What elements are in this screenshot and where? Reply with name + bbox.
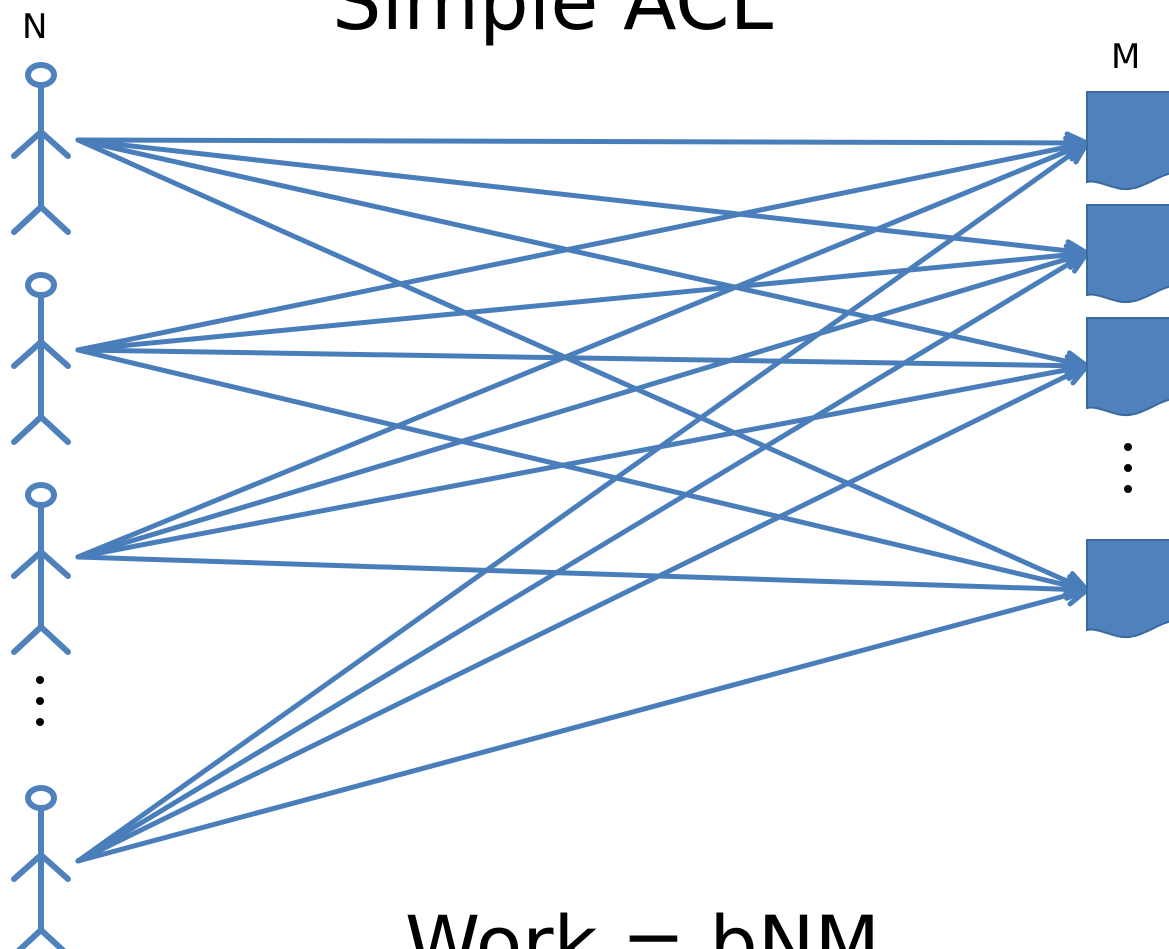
access-link [75,247,1090,560]
ellipsis-icon [36,676,44,726]
stick-figure-icon [11,785,71,949]
stick-figure-icon [11,482,71,655]
slide-title: Simple ACL [332,0,774,48]
resources-count-label: M [1111,37,1141,77]
ellipses [36,443,1132,726]
access-link [75,363,1090,864]
document-icon [1086,91,1169,191]
access-link [75,131,1090,155]
stick-figure-icon [11,272,71,445]
access-link [75,135,1090,353]
access-link [75,250,1090,864]
users-column [11,62,71,949]
resources-column [1086,91,1169,639]
access-link [75,583,1090,864]
work-formula: Work = bNM [405,899,881,949]
access-link [75,358,1090,560]
access-link [75,137,1090,263]
document-icon [1086,317,1169,417]
document-icon [1086,539,1169,639]
users-count-label: N [22,7,48,47]
access-link [75,554,1090,601]
ellipsis-icon [1124,443,1132,493]
document-icon [1086,204,1169,304]
access-links [75,131,1090,864]
stick-figure-icon [11,62,71,235]
access-link [75,139,1090,560]
